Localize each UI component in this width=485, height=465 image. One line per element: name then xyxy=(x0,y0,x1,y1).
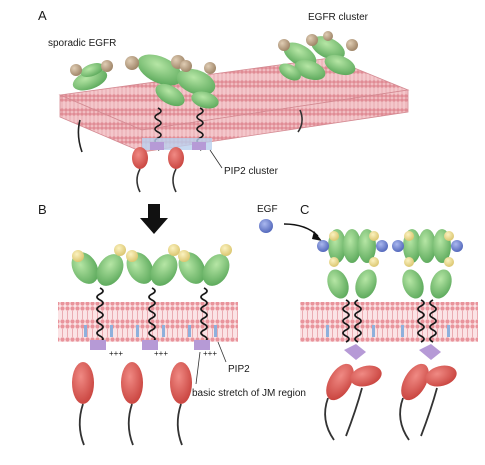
label-sporadic-egfr: sporadic EGFR xyxy=(48,38,116,49)
label-egf: EGF xyxy=(257,204,278,215)
pip2-cluster-a xyxy=(142,138,212,150)
label-pip2: PIP2 xyxy=(228,364,250,375)
pip2-lipids-b xyxy=(84,325,217,337)
membrane-b xyxy=(58,302,238,342)
panel-label-b: B xyxy=(38,202,47,217)
panel-a: A xyxy=(38,8,410,193)
membrane-slab xyxy=(58,57,410,153)
label-pip2-cluster: PIP2 cluster xyxy=(224,166,279,177)
activated-dimer-c-2 xyxy=(392,229,463,441)
panel-label-c: C xyxy=(300,202,309,217)
panel-label-a: A xyxy=(38,8,47,23)
egfr-dimer-center xyxy=(125,54,219,109)
receptor-b-2 xyxy=(121,244,180,446)
label-basic-stretch: basic stretch of JM region xyxy=(192,388,306,399)
basic-stretch-pointer xyxy=(195,351,201,385)
activated-dimer-c-1 xyxy=(317,229,388,441)
kinase-domains-a xyxy=(132,109,303,193)
pip2-lipids-c xyxy=(326,325,450,337)
plus-signs-1: +++ xyxy=(109,349,123,358)
panel-c: C EGF xyxy=(257,202,478,441)
plus-signs-2: +++ xyxy=(154,349,168,358)
egf-arrow-icon xyxy=(283,223,319,237)
receptor-b-3 xyxy=(170,244,232,446)
pip2-cluster-pointer xyxy=(209,149,223,169)
receptor-b-1 xyxy=(71,244,126,446)
label-egfr-cluster: EGFR cluster xyxy=(308,12,369,23)
panel-b: B xyxy=(38,202,306,446)
down-arrow-icon xyxy=(140,204,168,234)
sporadic-egfr-receptor xyxy=(70,60,113,153)
pip2-pointer xyxy=(217,341,227,363)
egfr-cluster xyxy=(278,31,358,81)
egf-ligand xyxy=(259,219,273,233)
plus-signs-3: +++ xyxy=(203,349,217,358)
